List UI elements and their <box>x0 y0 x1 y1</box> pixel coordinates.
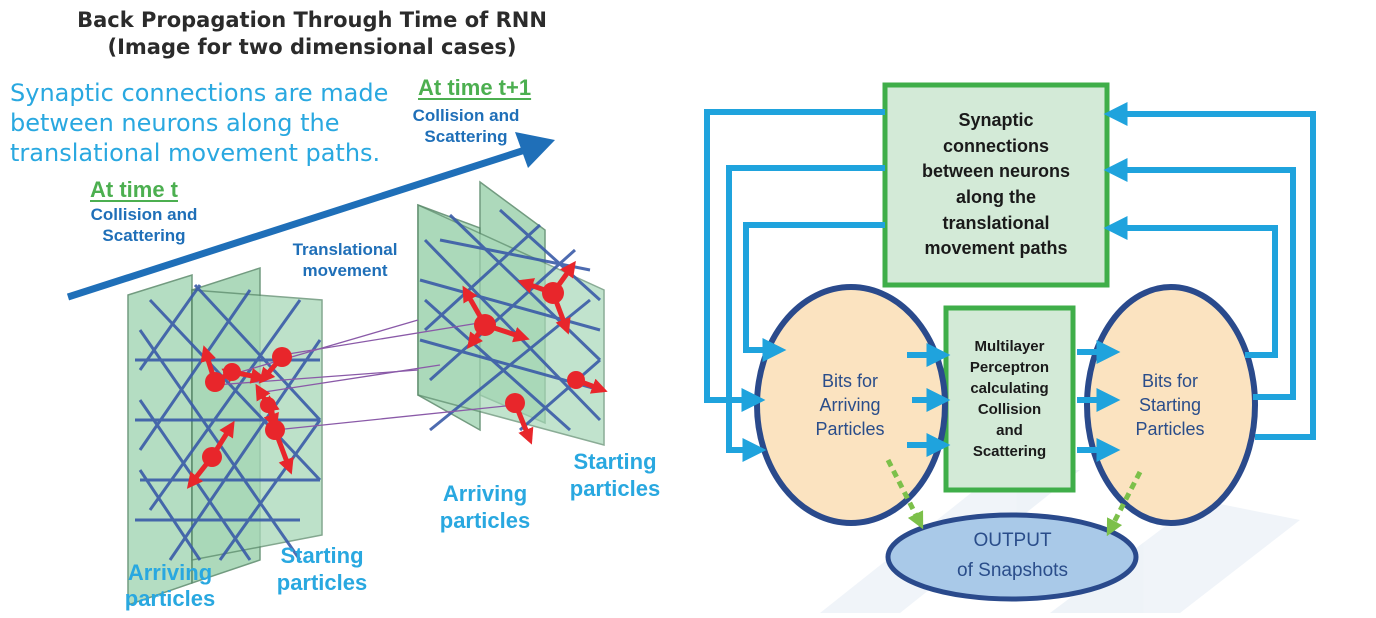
output-line1: OUTPUT <box>973 530 1052 551</box>
connector <box>1103 158 1296 400</box>
collision-t-line1: Collision and <box>90 205 198 224</box>
connector <box>726 165 885 462</box>
arriving-t1-line1: Arriving <box>442 481 528 506</box>
lattice-line <box>423 223 542 332</box>
arriving-bits-text: Bits for Arriving Particles <box>815 370 885 440</box>
lattice-line <box>498 208 602 302</box>
particle <box>505 393 525 413</box>
connector <box>743 222 885 362</box>
time-arrow-head <box>515 132 555 168</box>
output-arrows <box>885 458 1143 537</box>
translational-line1: Translational <box>292 240 398 259</box>
synaptic-note-line3: translational movement paths. <box>10 139 381 167</box>
lattice-line <box>138 289 252 451</box>
time-t1-label: At time t+1 <box>418 75 532 100</box>
arriving-t1-line2: particles <box>439 508 531 533</box>
time-arrow <box>66 146 527 301</box>
starting-t1-line1: Starting <box>573 449 657 474</box>
lattice-line <box>428 248 577 382</box>
arriving-t-line2: particles <box>124 586 216 611</box>
synaptic-box <box>882 82 1110 288</box>
particle <box>223 363 241 381</box>
lattice-line <box>519 358 601 432</box>
synaptic-note-line2: between neurons along the <box>10 109 340 137</box>
connector <box>1103 216 1278 358</box>
particle <box>272 347 292 367</box>
lattice-line <box>138 469 202 561</box>
collision-t1-line1: Collision and <box>412 106 520 125</box>
output-oval <box>885 512 1139 602</box>
translational-line2: movement <box>302 261 388 280</box>
lattice-line <box>218 419 322 561</box>
starting-t1-line2: particles <box>569 476 661 501</box>
particle <box>567 371 585 389</box>
particle <box>202 447 222 467</box>
lattice-line <box>193 283 322 422</box>
particle <box>474 314 496 336</box>
particle <box>205 372 225 392</box>
time-t-label: At time t <box>90 177 178 202</box>
connector <box>1103 102 1316 440</box>
path-connections <box>214 319 516 431</box>
collision-t1-line2: Scattering <box>424 127 508 146</box>
panel-arriving-t <box>127 273 193 607</box>
title-line2: (Image for two dimensional cases) <box>107 35 517 59</box>
lattice-line <box>148 299 302 511</box>
title-line1: Back Propagation Through Time of RNN <box>77 8 547 32</box>
connector-arrows <box>704 102 1316 462</box>
collision-t-line2: Scattering <box>102 226 186 245</box>
mlp-box-text: Multilayer Perceptron calculating Collis… <box>969 338 1050 460</box>
synaptic-box-text: Synaptic connections between neurons alo… <box>921 110 1071 259</box>
starting-oval <box>1084 284 1258 526</box>
synaptic-note-line1: Synaptic connections are made <box>10 79 389 107</box>
lattice-line <box>138 284 202 371</box>
starting-t-line1: Starting <box>280 543 364 568</box>
particles <box>186 260 608 489</box>
lattice-line <box>168 339 322 561</box>
arriving-t-line1: Arriving <box>127 560 213 585</box>
particle <box>265 420 285 440</box>
starting-bits-text: Bits for Starting Particles <box>1135 370 1205 440</box>
output-line2: of Snapshots <box>957 560 1068 581</box>
starting-t-line2: particles <box>276 570 368 595</box>
particle <box>542 282 564 304</box>
